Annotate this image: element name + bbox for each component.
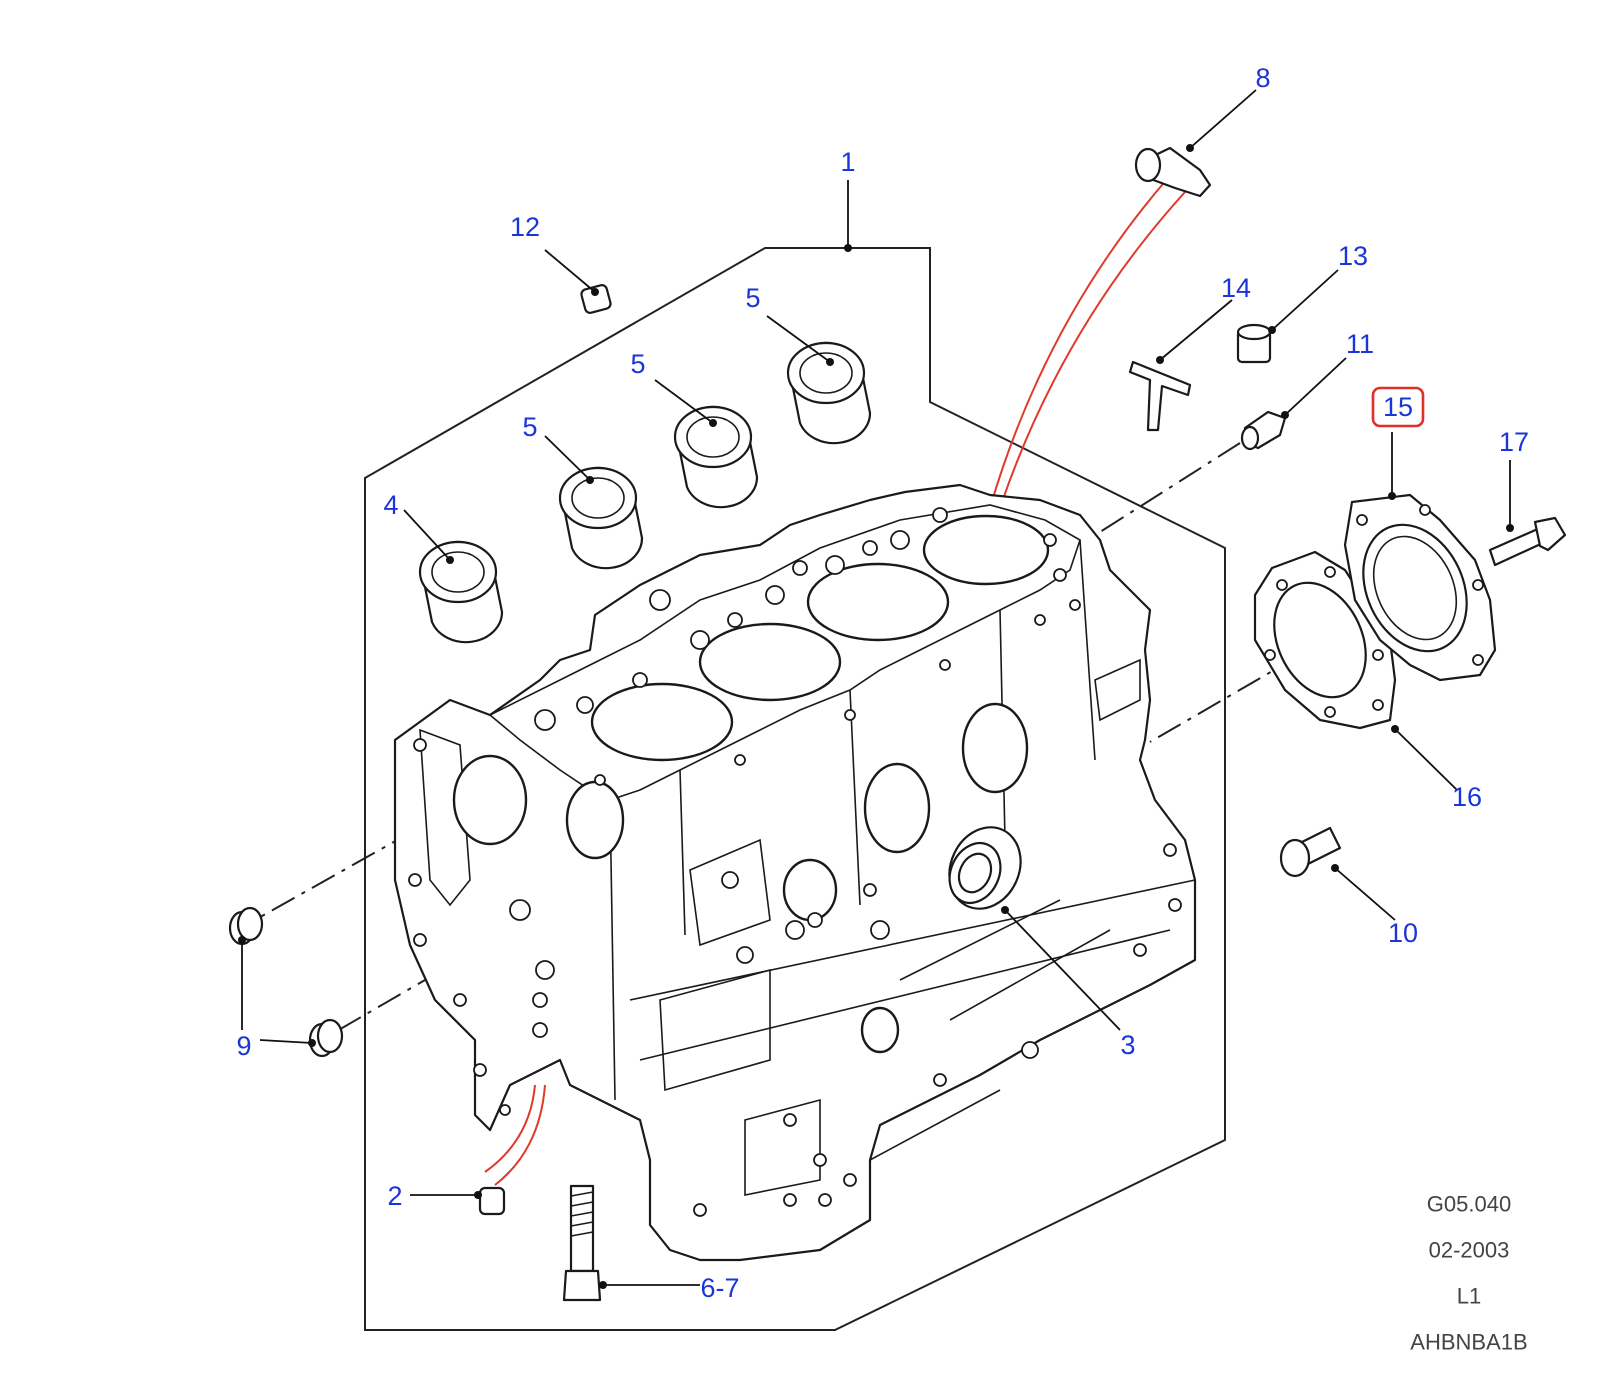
- assembly-frame: [364, 247, 1226, 1331]
- retainer-bolt-17[interactable]: [1488, 516, 1567, 567]
- callout-10[interactable]: 10: [1388, 918, 1418, 948]
- drain-plug-11[interactable]: [1240, 410, 1287, 451]
- core-plug-9a[interactable]: [228, 906, 264, 946]
- callout-3[interactable]: 3: [1120, 1030, 1135, 1060]
- plug-12[interactable]: [580, 284, 612, 314]
- callout-5-a[interactable]: 5: [522, 412, 537, 442]
- main-bolt[interactable]: [562, 1184, 602, 1302]
- callout-1[interactable]: 1: [840, 147, 855, 177]
- cam-bearing-5a[interactable]: [558, 466, 644, 570]
- diagram-part-code: AHBNBA1B: [1410, 1330, 1527, 1355]
- leader-dots: [238, 144, 1514, 1289]
- callout-5-c[interactable]: 5: [745, 283, 760, 313]
- callout-11[interactable]: 11: [1346, 329, 1374, 359]
- callout-6-7[interactable]: 6-7: [700, 1273, 739, 1303]
- diagram-code: L1: [1457, 1284, 1481, 1309]
- callout-13[interactable]: 13: [1338, 241, 1368, 271]
- seal-retainer-15[interactable]: [1343, 493, 1497, 682]
- dowel-sleeve-13[interactable]: [1236, 323, 1272, 364]
- cam-bearing-4[interactable]: [418, 540, 504, 644]
- diagram-ref: G05.040: [1427, 1192, 1511, 1217]
- diagram-date: 02-2003: [1429, 1238, 1510, 1263]
- callout-2[interactable]: 2: [387, 1181, 402, 1211]
- callout-15[interactable]: 15: [1383, 392, 1413, 422]
- leader-lines: [241, 89, 1511, 1286]
- cam-bearing-5c[interactable]: [786, 341, 872, 445]
- cam-bearing-5b[interactable]: [673, 405, 759, 509]
- cylinder-block[interactable]: [393, 483, 1197, 1262]
- callout-15-highlight: [1371, 386, 1425, 428]
- plug-10[interactable]: [1279, 826, 1342, 878]
- callout-12[interactable]: 12: [510, 212, 540, 242]
- red-leaders: [484, 177, 1186, 1186]
- diagram-info: G05.040 02-2003 L1 AHBNBA1B: [1410, 1192, 1527, 1355]
- callout-9[interactable]: 9: [236, 1031, 251, 1061]
- callout-4[interactable]: 4: [383, 490, 398, 520]
- callout-17[interactable]: 17: [1499, 427, 1529, 457]
- crankshaft-seal[interactable]: [936, 816, 1033, 921]
- callout-16[interactable]: 16: [1452, 782, 1482, 812]
- dowel-t-pin[interactable]: [1128, 360, 1192, 432]
- callout-8[interactable]: 8: [1255, 63, 1270, 93]
- callout-labels: 1 2 3 4 5 5 5 6-7 8 9 10 11 12 13 14 15 …: [236, 63, 1529, 1303]
- oil-pressure-sender[interactable]: [1134, 146, 1212, 198]
- callout-5-b[interactable]: 5: [630, 349, 645, 379]
- core-plug-9b[interactable]: [308, 1018, 344, 1058]
- callout-14[interactable]: 14: [1221, 273, 1251, 303]
- dowel-2[interactable]: [478, 1186, 506, 1216]
